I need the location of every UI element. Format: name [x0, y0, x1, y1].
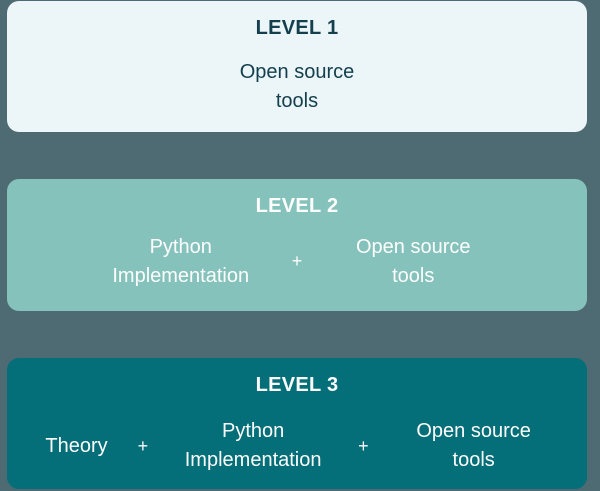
level-1-title: LEVEL 1: [255, 17, 339, 39]
level-2-body: Python Implementation + Open source tool…: [7, 220, 587, 311]
level-3-card: LEVEL 3 Theory + Python Implementation +…: [7, 358, 587, 489]
level-2-title: LEVEL 2: [255, 195, 339, 217]
level-1-body: Open source tools: [7, 42, 587, 132]
plus-separator: +: [358, 435, 369, 456]
level-3-item-theory: Theory: [45, 434, 108, 457]
plus-separator: +: [137, 435, 149, 456]
level-2-item-python-implementation: Python Implementation: [112, 235, 250, 287]
level-2-card: LEVEL 2 Python Implementation + Open sou…: [7, 179, 587, 311]
level-1-card: LEVEL 1 Open source tools: [7, 1, 587, 132]
level-2-item-open-source-tools: Open source tools: [355, 235, 471, 287]
plus-separator: +: [291, 251, 303, 271]
level-3-item-open-source-tools: Open source tools: [416, 420, 531, 471]
level-3-item-python-implementation: Python Implementation: [184, 420, 322, 471]
level-3-title: LEVEL 3: [255, 374, 339, 396]
level-1-item-open-source-tools: Open source tools: [239, 61, 355, 112]
level-3-body: Theory + Python Implementation + Open so…: [7, 399, 587, 489]
